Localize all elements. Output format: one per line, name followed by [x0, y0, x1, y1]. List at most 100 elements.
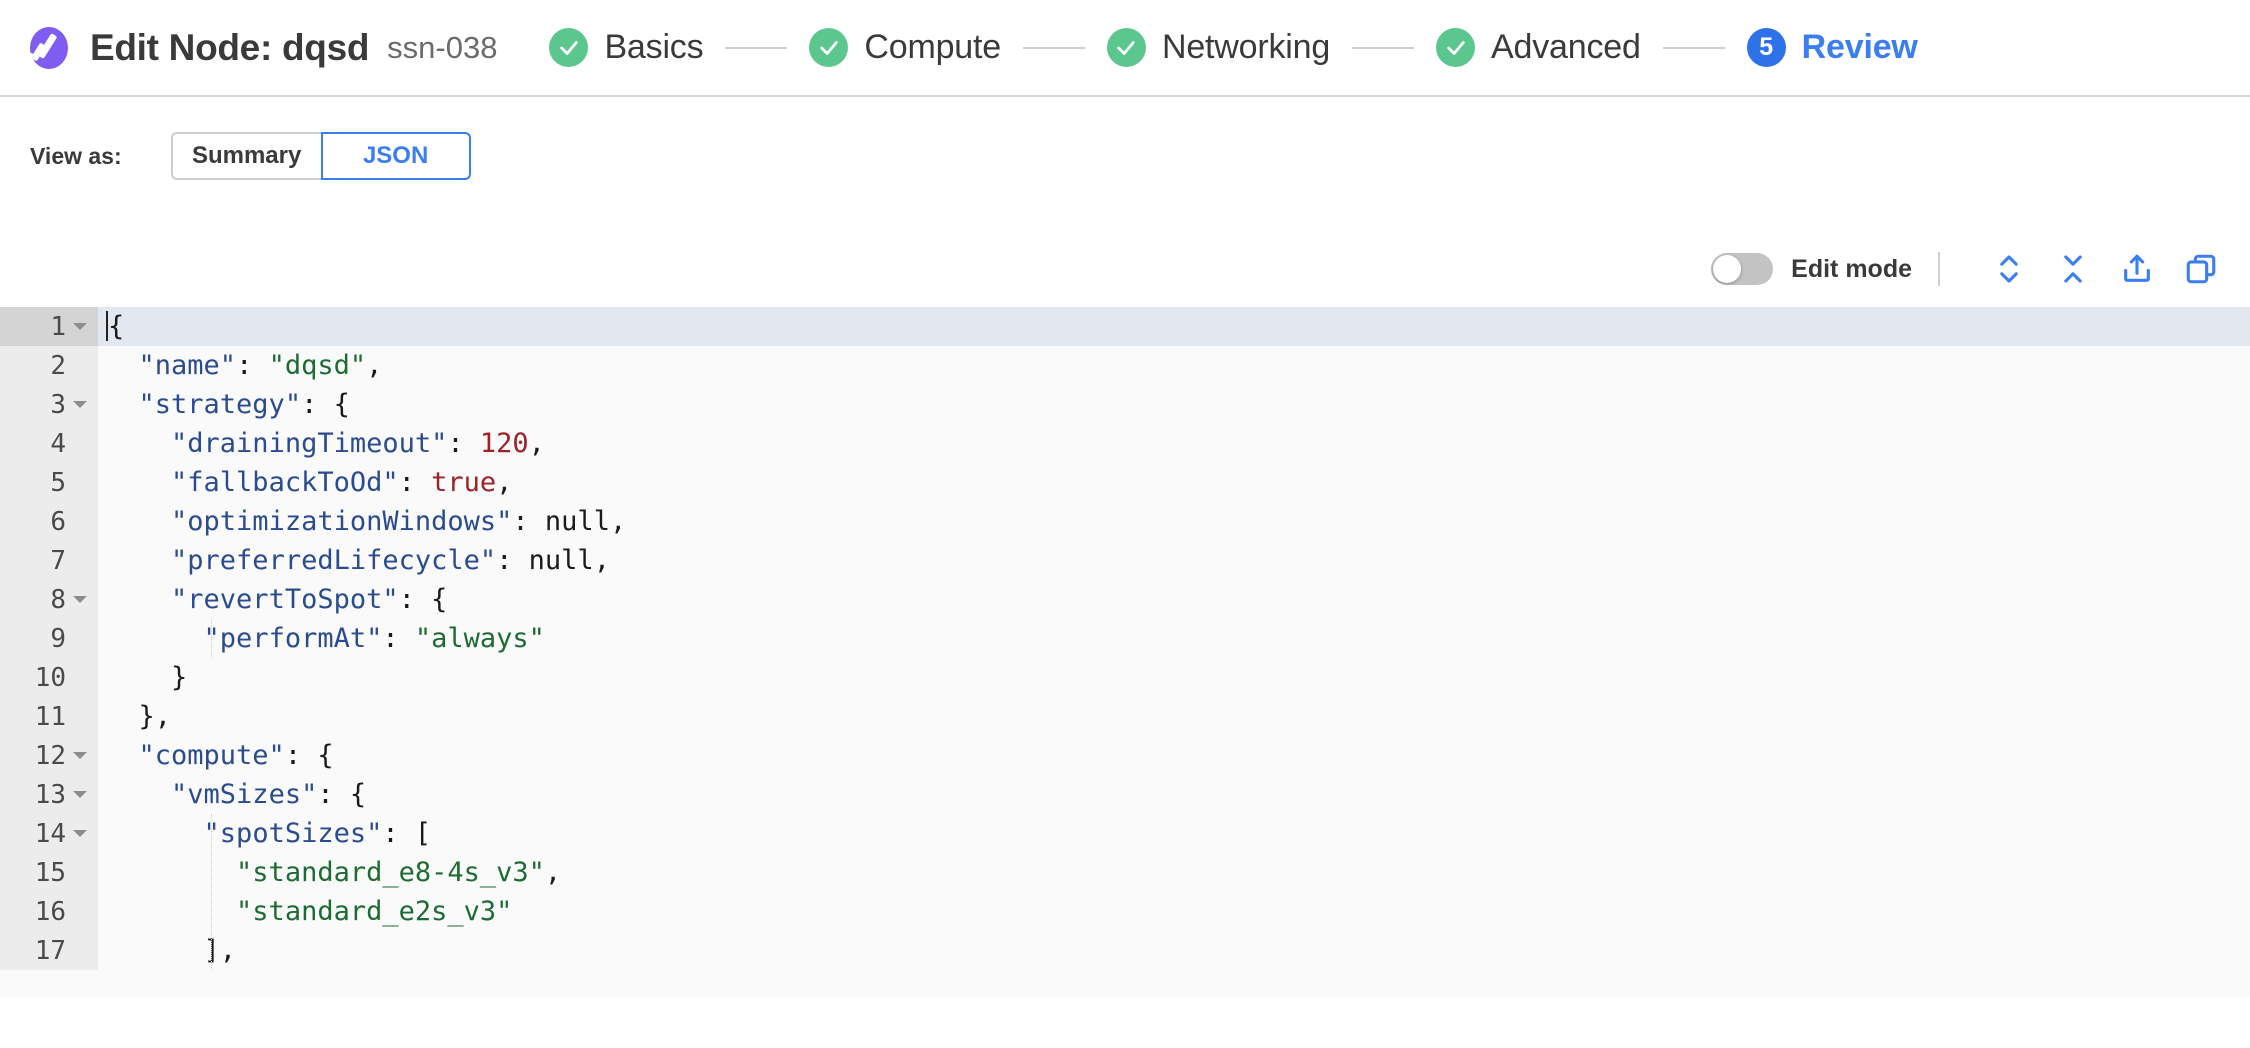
stepper-connector	[1022, 46, 1085, 49]
line-number-gutter: 2	[0, 346, 98, 385]
json-token-key: "vmSizes"	[171, 779, 318, 810]
line-number: 15	[34, 857, 66, 888]
json-editor-line[interactable]: 3 "strategy": {	[0, 385, 2250, 424]
step-status-check-icon	[1106, 28, 1146, 67]
json-token-key: "preferredLifecycle"	[171, 545, 497, 576]
json-editor-line[interactable]: 9 "performAt": "always"	[0, 619, 2250, 658]
json-token-key: "name"	[138, 350, 237, 381]
json-editor-line[interactable]: 7 "preferredLifecycle": null,	[0, 541, 2250, 580]
line-number-gutter: 16	[0, 892, 98, 931]
line-number-gutter: 15	[0, 853, 98, 892]
json-token-key: "strategy"	[138, 389, 302, 420]
stepper-step-advanced[interactable]: Advanced	[1436, 28, 1641, 67]
json-token-punc: ,	[609, 506, 627, 537]
json-editor-line[interactable]: 2 "name": "dqsd",	[0, 346, 2250, 385]
line-number: 3	[50, 389, 66, 420]
json-editor-line[interactable]: 14 "spotSizes": [	[0, 814, 2250, 853]
step-number: 5	[1759, 33, 1774, 61]
json-token-str: "standard_e8-4s_v3"	[236, 857, 545, 888]
json-token-punc: :	[447, 428, 480, 459]
editor-toolbar: Edit mode	[0, 239, 2250, 299]
page-header: Edit Node: dqsd ssn-038 Basics Compute N…	[0, 0, 2250, 97]
edit-mode-label: Edit mode	[1791, 254, 1912, 283]
stepper-step-networking[interactable]: Networking	[1106, 28, 1331, 67]
json-editor-line[interactable]: 4 "drainingTimeout": 120,	[0, 424, 2250, 463]
fold-toggle-icon[interactable]	[70, 791, 90, 798]
line-number: 12	[34, 740, 66, 771]
fold-toggle-icon[interactable]	[70, 752, 90, 759]
fold-toggle-icon[interactable]	[70, 830, 90, 837]
line-number: 6	[50, 506, 66, 537]
json-token-bool: true	[431, 467, 497, 498]
json-token-punc: :	[398, 467, 432, 498]
stepper-step-label: Advanced	[1491, 28, 1641, 66]
json-token-null: null	[544, 506, 610, 537]
fold-toggle-icon[interactable]	[70, 596, 90, 603]
fold-toggle-icon[interactable]	[70, 401, 90, 408]
json-editor-lines: 1{2 "name": "dqsd",3 "strategy": {4 "dra…	[0, 307, 2250, 970]
line-number: 10	[34, 662, 66, 693]
json-token-punc: : {	[398, 584, 448, 615]
json-token-key: "optimizationWindows"	[171, 506, 513, 537]
step-status-check-icon	[549, 28, 589, 67]
json-code-text: "preferredLifecycle": null,	[98, 541, 2250, 580]
fold-toggle-icon[interactable]	[70, 323, 90, 330]
view-as-json-button[interactable]: JSON	[320, 132, 471, 180]
json-token-key: "revertToSpot"	[171, 584, 399, 615]
stepper-step-label: Networking	[1161, 28, 1331, 66]
json-code-text: ],	[98, 931, 2250, 970]
stepper-step-compute[interactable]: Compute	[809, 28, 1001, 67]
json-editor-line[interactable]: 10 }	[0, 658, 2250, 697]
json-editor-line[interactable]: 13 "vmSizes": {	[0, 775, 2250, 814]
json-token-key: "spotSizes"	[203, 818, 383, 849]
json-editor-line[interactable]: 5 "fallbackToOd": true,	[0, 463, 2250, 502]
json-token-punc: :	[382, 623, 415, 654]
json-editor-line[interactable]: 12 "compute": {	[0, 736, 2250, 775]
json-code-text: "drainingTimeout": 120,	[98, 424, 2250, 463]
json-editor[interactable]: 1{2 "name": "dqsd",3 "strategy": {4 "dra…	[0, 307, 2250, 997]
json-editor-line[interactable]: 15 "standard_e8-4s_v3",	[0, 853, 2250, 892]
json-token-punc: }	[171, 662, 188, 693]
stepper-step-basics[interactable]: Basics	[549, 28, 704, 67]
line-number-gutter: 9	[0, 619, 98, 658]
json-editor-line[interactable]: 8 "revertToSpot": {	[0, 580, 2250, 619]
json-code-text: "optimizationWindows": null,	[98, 502, 2250, 541]
json-code-text: }	[98, 658, 2250, 697]
line-number: 9	[50, 623, 66, 654]
view-as-summary-button[interactable]: Summary	[170, 132, 321, 180]
wizard-stepper: Basics Compute Networking Advanced	[549, 28, 1918, 67]
stepper-step-label: Review	[1801, 28, 1918, 66]
line-number: 11	[34, 701, 66, 732]
json-token-punc: ,	[528, 428, 545, 459]
stepper-step-review[interactable]: 5 Review	[1746, 28, 1918, 67]
json-token-punc: : {	[301, 389, 350, 420]
stepper-connector	[1662, 46, 1725, 49]
json-token-key: "performAt"	[203, 623, 383, 654]
share-icon[interactable]	[2116, 248, 2158, 290]
line-number-gutter: 7	[0, 541, 98, 580]
collapse-all-icon[interactable]	[2052, 248, 2094, 290]
json-code-text: "revertToSpot": {	[98, 580, 2250, 619]
copy-icon[interactable]	[2180, 248, 2222, 290]
line-number: 5	[50, 467, 66, 498]
page-title: Edit Node: dqsd	[90, 26, 370, 68]
page-subtitle: ssn-038	[387, 29, 498, 65]
indent-guide	[211, 814, 213, 970]
json-token-key: "compute"	[138, 740, 285, 771]
json-token-punc: : {	[284, 740, 334, 771]
json-code-text: {	[98, 307, 2250, 346]
json-editor-line[interactable]: 6 "optimizationWindows": null,	[0, 502, 2250, 541]
json-editor-line[interactable]: 16 "standard_e2s_v3"	[0, 892, 2250, 931]
edit-mode-toggle[interactable]	[1711, 253, 1774, 285]
line-number: 8	[50, 584, 66, 615]
line-number-gutter: 14	[0, 814, 98, 853]
spot-logo-icon	[22, 25, 68, 71]
expand-all-icon[interactable]	[1988, 248, 2030, 290]
json-token-punc: :	[496, 545, 529, 576]
line-number: 2	[50, 350, 66, 381]
json-editor-line[interactable]: 11 },	[0, 697, 2250, 736]
json-editor-line[interactable]: 17 ],	[0, 931, 2250, 970]
json-code-text: },	[98, 697, 2250, 736]
line-number-gutter: 6	[0, 502, 98, 541]
json-editor-line[interactable]: 1{	[0, 307, 2250, 346]
